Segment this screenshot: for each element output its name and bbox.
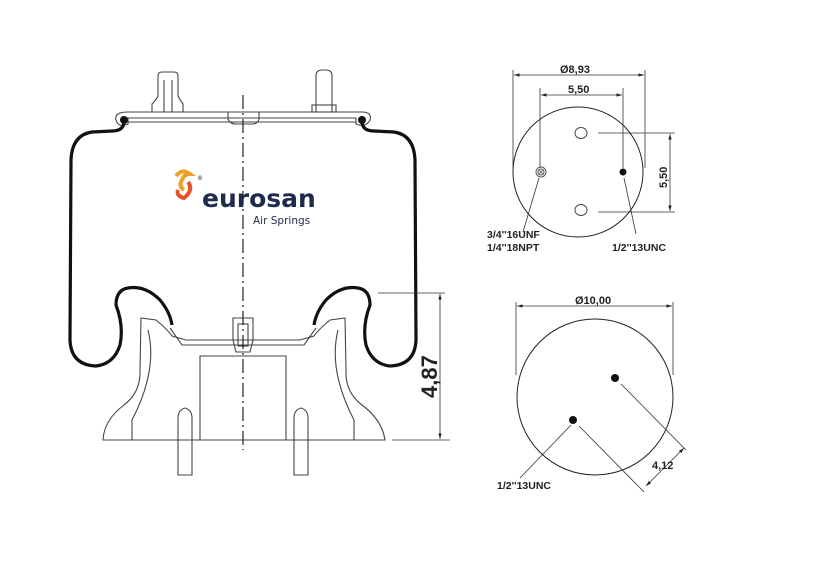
top-plate-outline — [512, 106, 644, 238]
side-view: 4,87 — [68, 69, 450, 476]
top-vertical-spacing-label: 5,50 — [658, 167, 670, 188]
top-plate-view: Ø8,93 5,50 5,50 3/4''16UNF 1/4''18NPT 1/… — [487, 64, 675, 254]
bottom-plate-outline — [516, 318, 674, 476]
piston-base — [102, 317, 386, 441]
mounting-hole — [574, 127, 588, 139]
logo-swirl-icon — [174, 169, 197, 201]
top-diameter-label: Ø8,93 — [560, 64, 590, 76]
mounting-hole — [574, 204, 588, 216]
top-plate-channel — [227, 112, 260, 125]
top-horizontal-spacing-label: 5,50 — [568, 84, 589, 96]
air-fitting-label-2: 1/4''18NPT — [487, 242, 540, 254]
bottom-plate-view: Ø10,00 4,12 1/2''13UNC — [497, 295, 687, 493]
brand-name: eurosan — [202, 184, 316, 213]
eurosan-logo: ® eurosan Air Springs — [174, 169, 316, 227]
top-stud-label: 1/2''13UNC — [612, 242, 666, 254]
bottom-stud-left — [177, 407, 193, 476]
stud-dot — [569, 416, 577, 424]
stud-spacing-label: 4,12 — [652, 460, 673, 472]
brand-tagline: Air Springs — [253, 215, 310, 227]
top-bead-plate — [115, 111, 371, 126]
height-dimension-label: 4,87 — [417, 355, 442, 398]
air-fitting — [151, 71, 184, 112]
svg-text:®: ® — [197, 175, 203, 182]
air-fitting-label-1: 3/4''16UNF — [487, 229, 540, 241]
center-bolt — [232, 317, 254, 353]
air-fitting-port-icon — [535, 166, 547, 178]
stud-dot — [619, 168, 627, 176]
bottom-diameter-label: Ø10,00 — [575, 295, 611, 307]
bottom-stud-label: 1/2''13UNC — [497, 480, 551, 492]
stud-dot — [611, 374, 619, 382]
top-stud — [315, 69, 333, 112]
bottom-stud-right — [293, 407, 309, 476]
bellows-outline — [68, 120, 174, 368]
